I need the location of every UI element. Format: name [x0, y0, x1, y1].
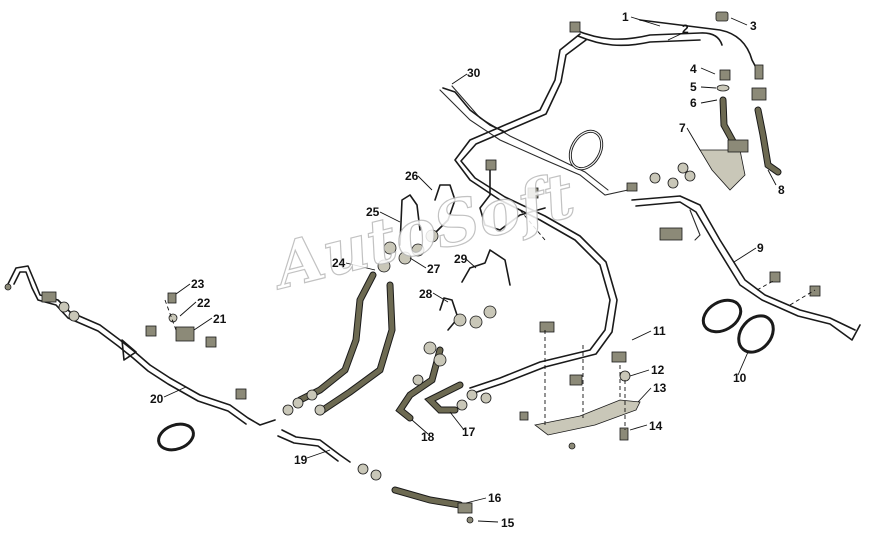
callout-22: 22 — [197, 296, 211, 310]
callout-3: 3 — [750, 19, 757, 33]
callout-25: 25 — [366, 205, 380, 219]
bracket-21-23 — [167, 292, 217, 348]
callout-14: 14 — [649, 419, 663, 433]
callout-27: 27 — [427, 262, 441, 276]
callout-5: 5 — [690, 80, 697, 94]
callout-17: 17 — [462, 425, 476, 439]
main-brake-pipe-bundle — [439, 19, 761, 394]
front-left-pipe-20 — [4, 265, 276, 426]
callout-18: 18 — [421, 430, 435, 444]
callout-2: 2 — [682, 22, 689, 36]
rear-hose-16-19 — [277, 429, 474, 524]
master-cylinder-fittings — [569, 11, 782, 191]
callout-6: 6 — [690, 96, 697, 110]
callout-10: 10 — [733, 371, 747, 385]
callout-15: 15 — [501, 516, 515, 530]
callout-28: 28 — [419, 287, 433, 301]
callout-24: 24 — [332, 256, 346, 270]
bracket-13 — [519, 321, 641, 450]
callout-29: 29 — [454, 252, 468, 266]
callout-8: 8 — [778, 183, 785, 197]
callout-13: 13 — [653, 381, 667, 395]
brake-pipe-9 — [631, 195, 861, 341]
callout-21: 21 — [213, 312, 227, 326]
rear-hoses-17-18-28-29 — [395, 249, 511, 422]
callout-16: 16 — [488, 491, 502, 505]
callout-4: 4 — [690, 62, 697, 76]
leader-lines — [163, 16, 777, 523]
line-fittings — [485, 159, 821, 297]
callout-19: 19 — [294, 453, 308, 467]
callout-9: 9 — [757, 241, 764, 255]
callout-12: 12 — [651, 363, 665, 377]
callout-20: 20 — [150, 392, 164, 406]
callout-7: 7 — [679, 121, 686, 135]
assembly-dash-lines — [164, 209, 816, 331]
callout-23: 23 — [191, 277, 205, 291]
callout-1: 1 — [622, 10, 629, 24]
brake-pipe-30 — [442, 87, 506, 133]
callout-30: 30 — [467, 66, 481, 80]
front-brake-hoses — [282, 184, 456, 416]
pipe-clamps — [157, 129, 775, 452]
callout-numbers: 1 2 3 4 5 6 7 8 9 10 11 12 13 14 15 16 1… — [150, 10, 785, 530]
callout-26: 26 — [405, 169, 419, 183]
callout-11: 11 — [653, 324, 666, 338]
